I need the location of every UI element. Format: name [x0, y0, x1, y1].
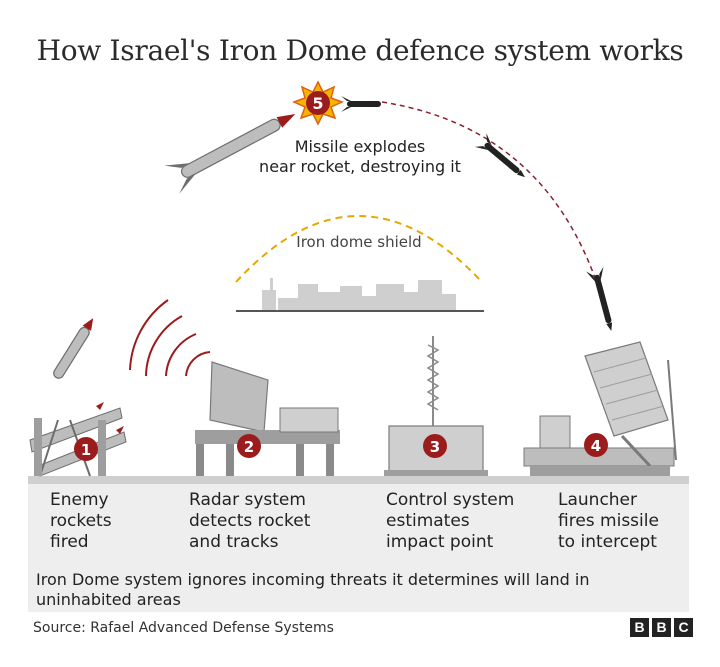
shield-label: Iron dome shield — [296, 233, 421, 251]
explosion-burst: 5 — [292, 80, 344, 126]
bbc-logo-letter: C — [674, 618, 693, 637]
step-badge-4: 4 — [584, 433, 608, 457]
interceptor-missile-low — [586, 266, 613, 331]
step-2-label: Radar system detects rocket and tracks — [189, 490, 311, 552]
step-4-label: Launcher fires missile to intercept — [558, 490, 659, 552]
footnote: Iron Dome system ignores incoming threat… — [36, 570, 590, 609]
steps-panel — [28, 484, 689, 612]
radar-waves-icon — [129, 299, 211, 377]
svg-text:2: 2 — [244, 438, 254, 456]
ground-strip — [28, 476, 689, 484]
control-station-illustration — [384, 336, 488, 476]
source-credit: Source: Rafael Advanced Defense Systems — [33, 620, 334, 636]
explosion-caption-line2: near rocket, destroying it — [259, 157, 461, 176]
interceptor-trajectory — [381, 101, 609, 321]
step-badge-3: 3 — [423, 434, 447, 458]
svg-text:3: 3 — [430, 438, 440, 456]
svg-text:1: 1 — [81, 441, 91, 459]
explosion-caption-line1: Missile explodes — [295, 137, 426, 156]
bbc-logo: B B C — [630, 618, 693, 637]
interceptor-missile-top — [341, 96, 381, 112]
svg-text:4: 4 — [591, 437, 601, 455]
interceptor-missile-mid — [474, 133, 525, 178]
step-badge-2: 2 — [237, 434, 261, 458]
step-3-label: Control system estimates impact point — [386, 490, 515, 552]
step-badge-1: 1 — [74, 437, 98, 461]
city-skyline — [262, 278, 456, 310]
page-title: How Israel's Iron Dome defence system wo… — [36, 34, 684, 67]
radar-unit-illustration — [195, 361, 340, 476]
iron-dome-shield-arc — [235, 215, 483, 283]
missile-launcher-illustration — [523, 341, 677, 476]
explosion-step-number: 5 — [312, 94, 323, 113]
step-1-label: Enemy rockets fired — [50, 490, 112, 552]
bbc-logo-letter: B — [652, 618, 671, 637]
bbc-logo-letter: B — [630, 618, 649, 637]
enemy-rocket-top — [164, 114, 296, 194]
